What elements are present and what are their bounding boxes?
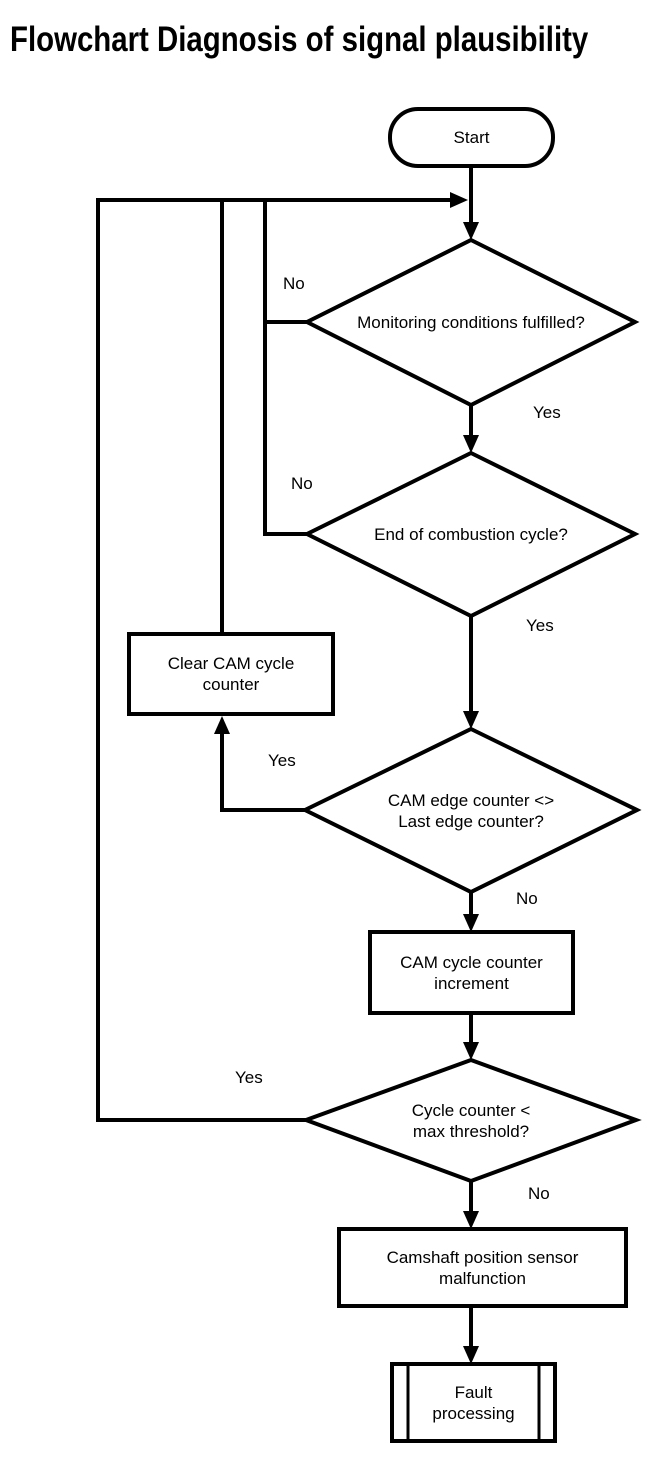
process-malfunction-shape [337,1227,628,1308]
process-clear-counter-shape [127,632,335,716]
arrowhead-combustion-top [463,435,479,453]
edge-threshold-yes-loop [96,198,450,1122]
decision-combustion-shape [302,450,640,619]
arrowhead-increment-top [463,914,479,932]
decision-threshold-shape [300,1057,642,1184]
edge-edge-compare-yes [220,732,305,812]
decision-monitoring-shape [302,237,640,408]
edge-monitoring-combustion-no-merge [263,200,307,536]
start-terminator-shape [388,107,555,168]
predefined-process-fault-shape [390,1362,557,1443]
arrowhead-malfunction-top [463,1211,479,1229]
page-title: Flowchart Diagnosis of signal plausibili… [10,20,589,59]
decision-edge-compare-shape [300,726,642,895]
arrowhead-fault-top [463,1346,479,1364]
arrowhead-monitoring-top [463,222,479,240]
process-increment-shape [368,930,575,1015]
arrowhead-threshold-top [463,1042,479,1060]
arrowhead-into-spine [450,192,468,208]
arrowhead-clear-counter-bottom [214,716,230,734]
arrowhead-edge-compare-top [463,711,479,729]
